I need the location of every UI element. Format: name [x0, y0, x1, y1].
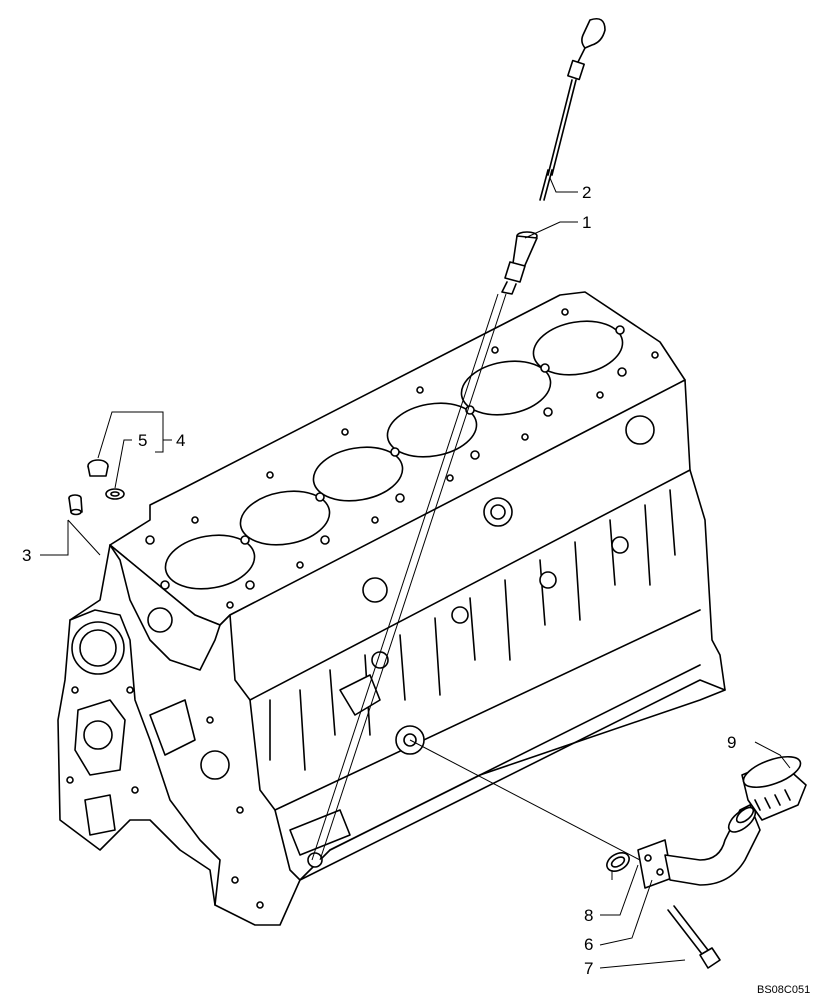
block-front-features — [66, 607, 264, 909]
callout-1: 1 — [582, 213, 591, 232]
callout-7: 7 — [584, 959, 593, 978]
callout-labels: 1 2 3 4 5 6 7 8 9 — [22, 183, 736, 978]
dipstick — [539, 17, 606, 201]
leader-lines — [40, 177, 791, 969]
oil-filler-pipe — [637, 804, 761, 889]
callout-6: 6 — [584, 935, 593, 954]
filler-guide-line — [409, 739, 641, 861]
head-bolt-holes — [145, 308, 659, 609]
filler-cap — [741, 755, 807, 821]
callout-5: 5 — [138, 431, 147, 450]
block-side-features — [269, 415, 676, 868]
dipstick-tube — [501, 231, 538, 295]
engine-block — [57, 291, 726, 926]
dipstick-guide-line — [319, 293, 507, 861]
o-ring — [606, 852, 630, 872]
capscrew — [667, 905, 721, 969]
dowel-plug — [68, 494, 83, 516]
callout-4: 4 — [176, 431, 185, 450]
callout-2: 2 — [582, 183, 591, 202]
callout-8: 8 — [584, 906, 593, 925]
cylinder-bores — [164, 320, 624, 590]
callout-9: 9 — [727, 733, 736, 752]
callout-3: 3 — [22, 546, 31, 565]
plug-assembly — [87, 459, 125, 500]
reference-code: BS08C051 — [757, 984, 810, 996]
